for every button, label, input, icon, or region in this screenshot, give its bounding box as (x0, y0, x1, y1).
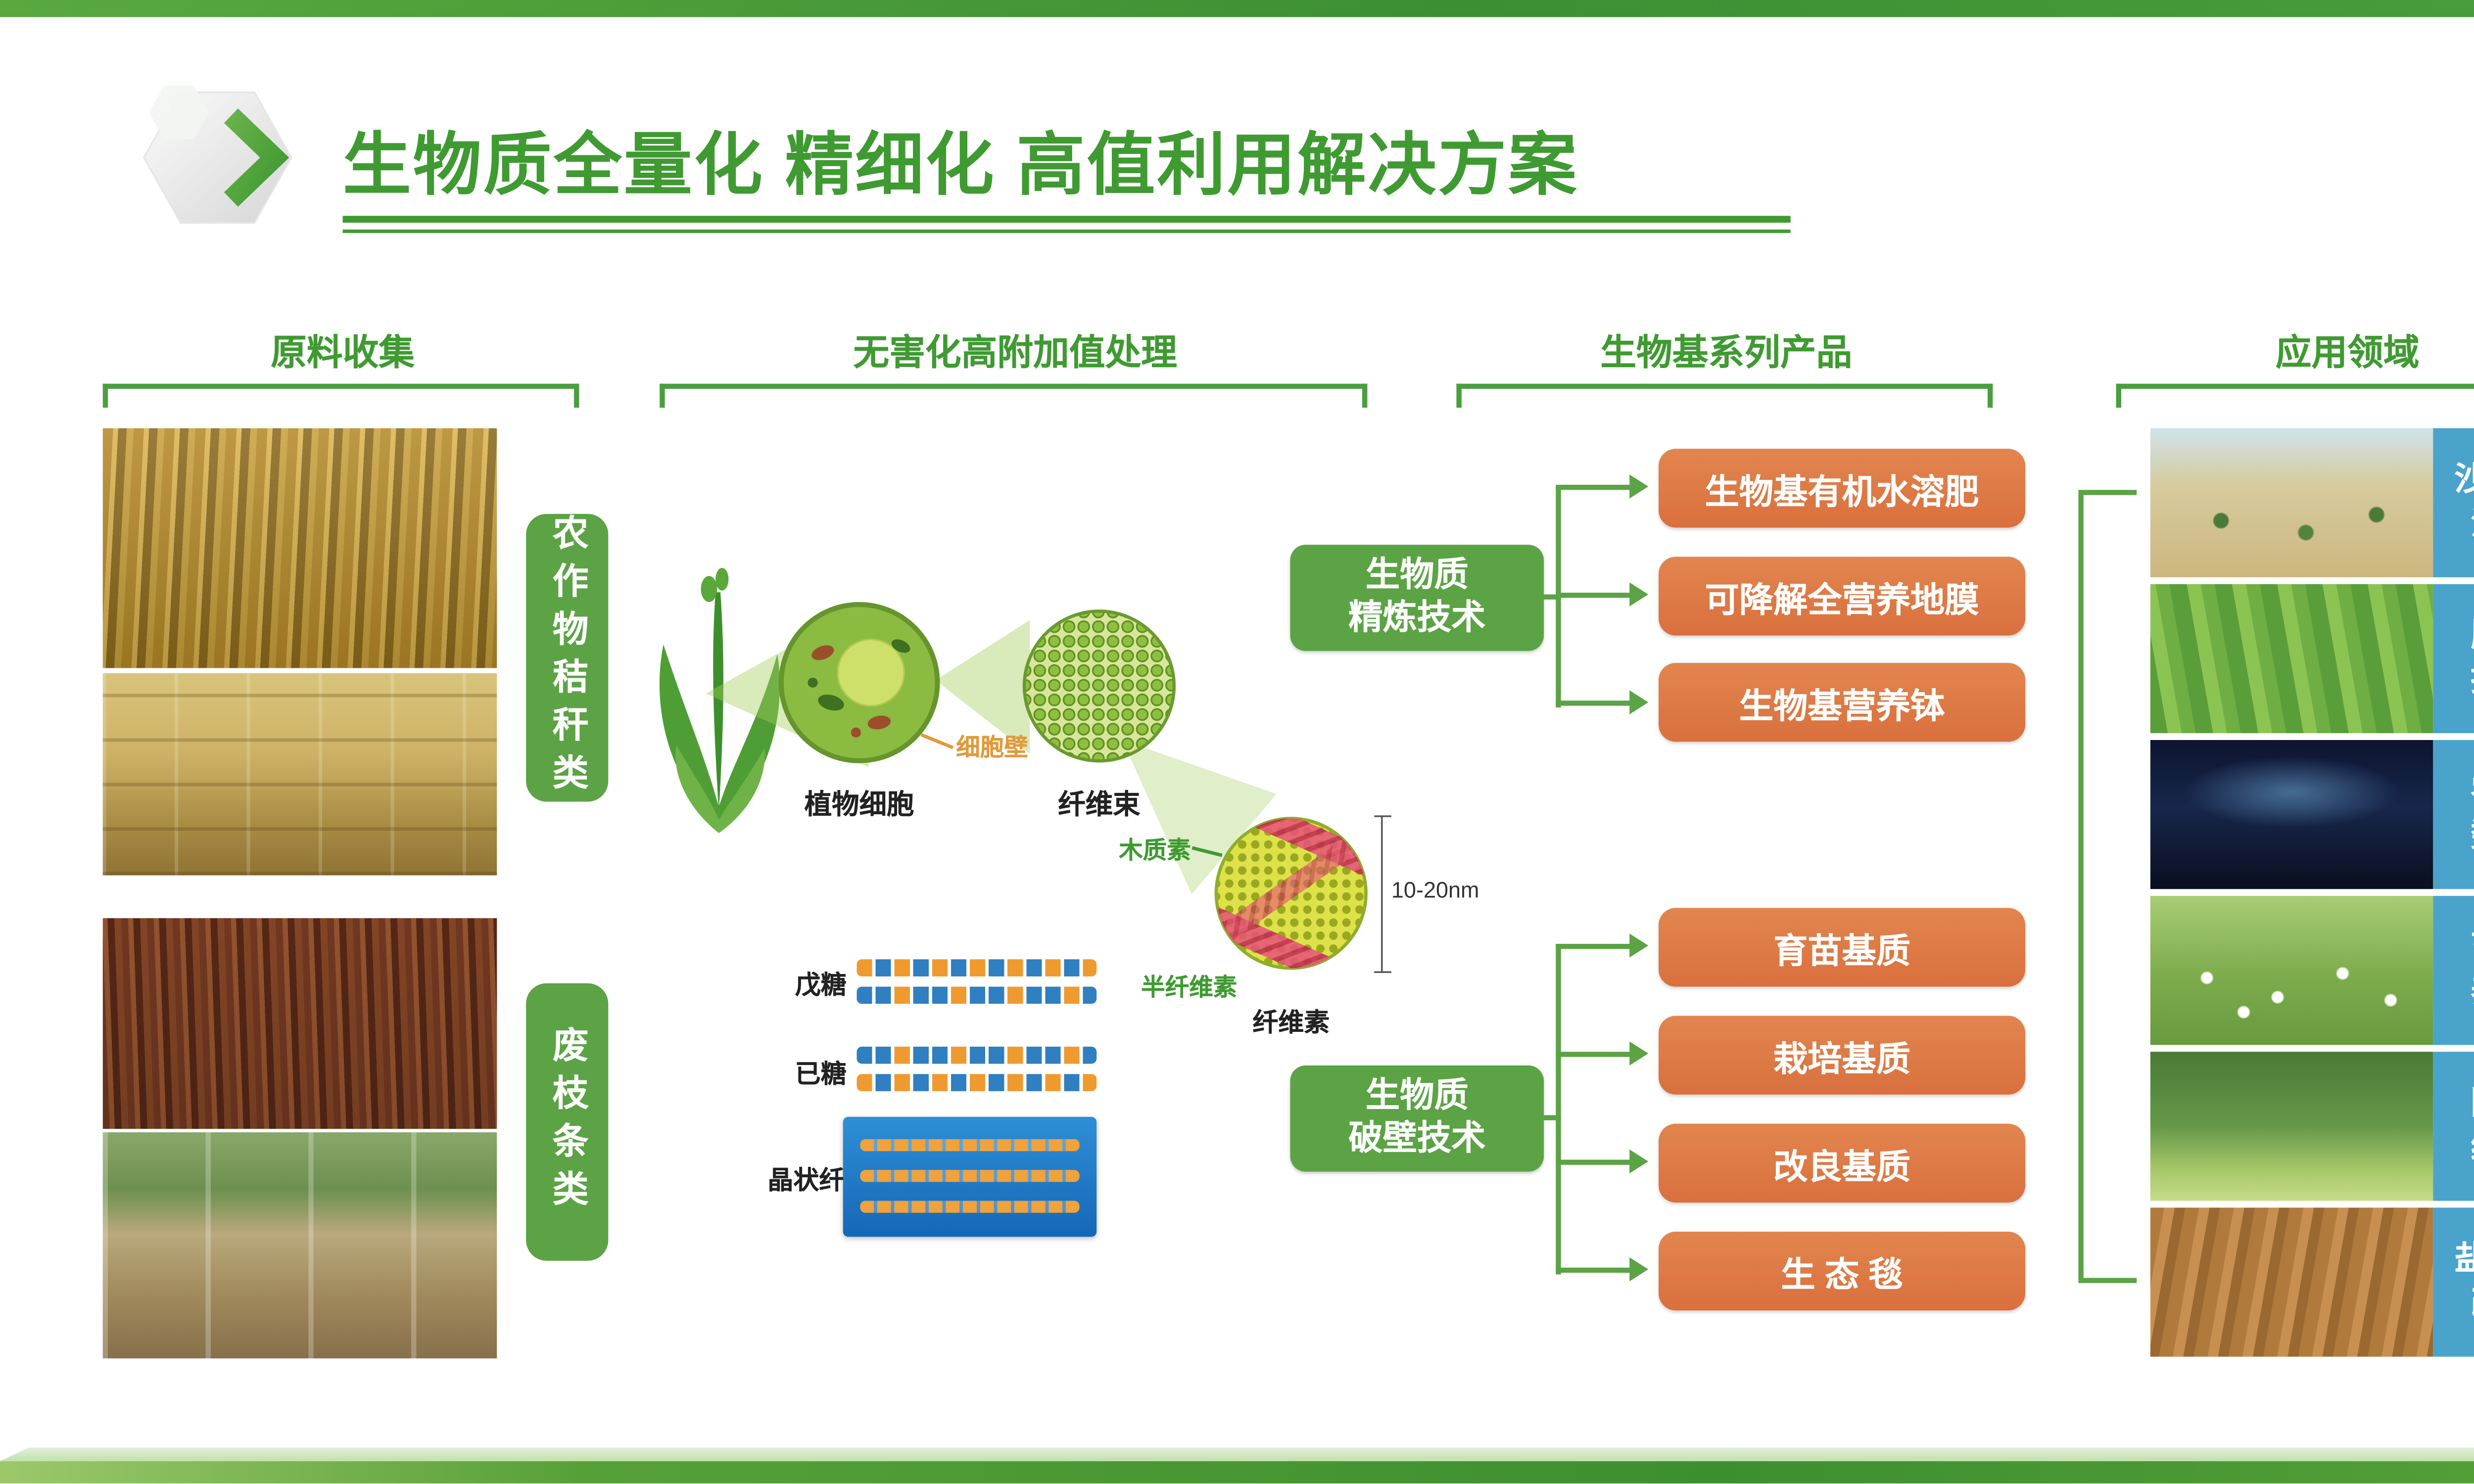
product-water-soluble-fertilizer: 生物基有机水溶肥 (1659, 449, 2026, 528)
section-header-applications: 应用领域 (2275, 334, 2420, 373)
application-row-landscaping: 园林 绿化 (2150, 1052, 2474, 1201)
pentose-label: 戊糖 (795, 971, 847, 1001)
hexagon-logo-icon (134, 82, 301, 233)
fiber-bundle-diagram (1018, 604, 1181, 767)
connector-refining-stub (1544, 594, 1561, 600)
footer-dark-band (0, 1461, 2474, 1484)
hexose-label: 已糖 (795, 1060, 847, 1090)
crystalline-cellulose-image (843, 1116, 1097, 1237)
crystalline-chain-2 (860, 1170, 1080, 1182)
product-cultivation-substrate: 栽培基质 (1659, 1016, 2026, 1095)
connector-wallbreak-spine (1556, 944, 1561, 1275)
connector-wallbreak-stub (1544, 1115, 1561, 1120)
applications-bracket-top (2078, 490, 2137, 495)
application-row-fertility: 肥力 提升 (2150, 584, 2474, 734)
application-label: 畜牧 养殖 (2433, 896, 2474, 1045)
photo-landscaping (2150, 1052, 2433, 1201)
arrow-to-product-3 (1556, 690, 1649, 715)
photo-vine-branches (102, 1132, 497, 1359)
lignin-label: 木质素 (1119, 835, 1191, 864)
photo-saline-soil (2150, 1207, 2433, 1357)
plant-cell-diagram (776, 600, 943, 766)
applications-bracket-spine (2078, 490, 2084, 1283)
application-label: 沙漠化 治理 (2433, 428, 2474, 577)
hexose-chain-1 (856, 1046, 1097, 1064)
arrow-to-product-7 (1556, 1257, 1649, 1282)
bracket-applications (2116, 383, 2474, 408)
section-header-materials: 原料收集 (271, 334, 415, 373)
photo-corn-straw (102, 428, 497, 668)
plant-illustration (637, 556, 800, 839)
bracket-materials (102, 383, 579, 408)
section-header-products: 生物基系列产品 (1600, 334, 1853, 373)
photo-desertification (2150, 428, 2433, 577)
cell-wall-label: 细胞壁 (956, 733, 1028, 761)
application-row-saline-soil: 盐碱地 改良 (2150, 1207, 2474, 1357)
arrow-to-product-1 (1556, 474, 1649, 499)
fiber-bundle-label: 纤维束 (1058, 791, 1141, 821)
application-label: 农业 数据 (2433, 740, 2474, 889)
application-row-desertification: 沙漠化 治理 (2150, 428, 2474, 577)
application-label: 盐碱地 改良 (2433, 1207, 2474, 1357)
cellulose-label: 纤维素 (1252, 1009, 1330, 1038)
title-underline (342, 216, 1791, 233)
hemicellulose-label: 半纤维素 (1141, 973, 1237, 1001)
fiber-diameter-label: 10-20nm (1391, 877, 1479, 903)
photo-straw-bales (102, 673, 497, 876)
page-title: 生物质全量化 精细化 高值利用解决方案 (342, 128, 1579, 204)
application-label: 园林 绿化 (2433, 1052, 2474, 1201)
tech-box-refining: 生物质 精炼技术 (1290, 545, 1544, 651)
pentose-chain-1 (856, 959, 1097, 976)
application-row-agri-data: 农业 数据 (2150, 740, 2474, 889)
pentose-chain-2 (856, 986, 1097, 1004)
application-label: 肥力 提升 (2433, 584, 2474, 734)
bracket-products (1456, 383, 1993, 408)
arrow-to-product-5 (1556, 1041, 1649, 1066)
application-row-livestock: 畜牧 养殖 (2150, 896, 2474, 1045)
hexose-chain-2 (856, 1074, 1097, 1091)
crystalline-chain-1 (860, 1139, 1080, 1152)
product-degradable-mulch-film: 可降解全营养地膜 (1659, 556, 2026, 636)
product-improvement-substrate: 改良基质 (1659, 1123, 2026, 1203)
material-group-branches: 废枝条类 (526, 983, 609, 1261)
cellulose-diagram (1210, 812, 1373, 974)
top-accent-bar (0, 0, 2474, 17)
tech-box-wall-breaking: 生物质 破壁技术 (1290, 1065, 1544, 1172)
photo-fertility (2150, 584, 2433, 734)
photo-agri-data (2150, 740, 2433, 889)
applications-bracket-bottom (2078, 1278, 2137, 1283)
product-seedling-substrate: 育苗基质 (1659, 908, 2026, 987)
crystalline-chain-3 (860, 1201, 1080, 1213)
bracket-processing (660, 383, 1368, 408)
plant-cell-label: 植物细胞 (804, 791, 914, 821)
product-eco-blanket: 生 态 毯 (1659, 1231, 2026, 1311)
material-group-straw: 农作物秸秆类 (526, 513, 609, 802)
photo-livestock (2150, 896, 2433, 1045)
arrow-to-product-6 (1556, 1149, 1649, 1174)
arrow-to-product-2 (1556, 582, 1649, 606)
dimension-line (1374, 815, 1391, 973)
footer-light-band (0, 1447, 2474, 1461)
arrow-to-product-4 (1556, 933, 1649, 958)
product-nutrient-pot: 生物基营养钵 (1659, 663, 2026, 742)
section-header-processing: 无害化高附加值处理 (853, 334, 1178, 373)
photo-waste-branches (102, 918, 497, 1129)
